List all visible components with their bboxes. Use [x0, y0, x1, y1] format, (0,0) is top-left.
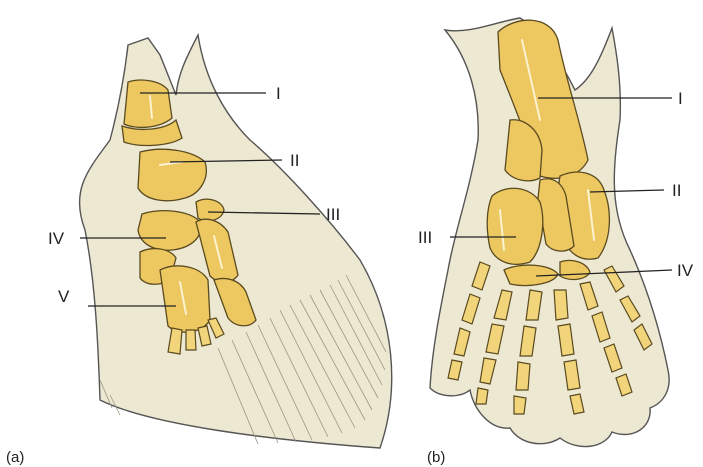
panel-a-digit-3-bone	[196, 199, 224, 221]
panel-a: I II III IV V (a)	[6, 35, 392, 466]
panel-a-digit-5-bone	[160, 266, 210, 332]
panel-b-label-2: II	[672, 181, 681, 200]
panel-a-label-1: I	[276, 84, 281, 103]
panel-a-digit-1-bone	[124, 80, 172, 127]
panel-a-toe-2	[186, 330, 196, 350]
panel-b-bone-3	[487, 188, 543, 264]
panel-b-label-1: I	[678, 89, 683, 108]
panel-a-label-4: IV	[48, 229, 65, 248]
panel-a-label-2: II	[290, 151, 299, 170]
panel-b-caption: (b)	[427, 449, 445, 466]
panel-a-label-3: III	[326, 205, 340, 224]
panel-a-label-5: V	[58, 287, 70, 306]
panel-b-label-3: III	[418, 228, 432, 247]
panel-a-digit-2-bone	[138, 149, 206, 201]
panel-a-caption: (a)	[6, 449, 24, 466]
panel-b-label-4: IV	[677, 261, 694, 280]
panel-b: I II III IV (b)	[418, 18, 694, 466]
